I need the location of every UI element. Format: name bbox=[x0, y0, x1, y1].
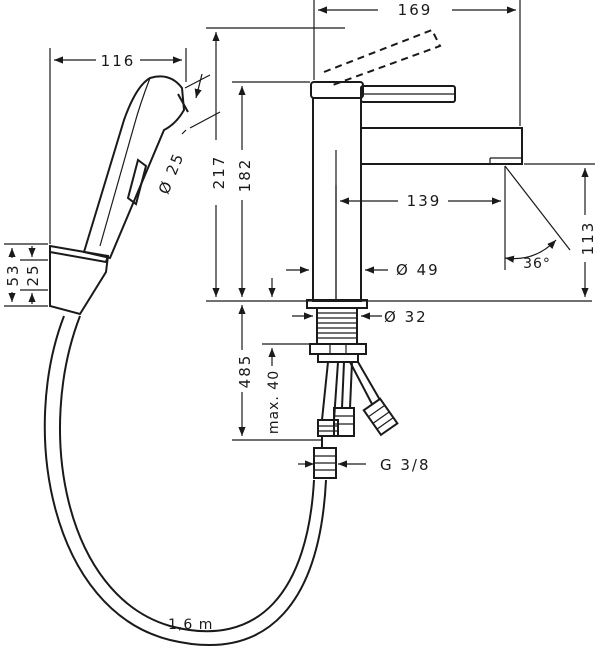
dim-label-25: 25 bbox=[24, 263, 42, 286]
dimension-reach-139: 139 bbox=[335, 166, 506, 300]
threaded-shank bbox=[316, 307, 358, 345]
lever-raised-dashed bbox=[323, 28, 442, 87]
dim-label-49: Ø 49 bbox=[396, 261, 440, 279]
dim-label-32: Ø 32 bbox=[384, 308, 428, 326]
dimension-length-485: 485 bbox=[232, 305, 322, 441]
dimension-height-53: 53 bbox=[4, 243, 48, 307]
handshower-holder bbox=[49, 244, 110, 316]
lever-handle bbox=[360, 85, 456, 103]
dim-label-g38: G 3/8 bbox=[380, 456, 431, 474]
dimension-height-217: 217 bbox=[206, 27, 345, 297]
hose-connector bbox=[313, 436, 337, 479]
dimension-height-113: 113 bbox=[524, 163, 597, 297]
dimension-angle-36: 36° bbox=[504, 165, 571, 272]
dim-label-485: 485 bbox=[236, 354, 254, 389]
dim-label-217: 217 bbox=[210, 155, 228, 190]
dim-label-d25: Ø 25 bbox=[155, 150, 188, 197]
handshower bbox=[82, 75, 189, 260]
connection-hoses bbox=[317, 361, 399, 437]
dim-label-113: 113 bbox=[579, 221, 597, 256]
dimension-max-40: max. 40 bbox=[262, 278, 310, 434]
dim-label-36: 36° bbox=[523, 256, 551, 272]
shower-hose bbox=[43, 315, 327, 646]
dimension-height-182: 182 bbox=[232, 81, 310, 297]
dimension-diameter-32: Ø 32 bbox=[292, 308, 428, 326]
fixing-nut bbox=[309, 343, 367, 363]
dim-label-53: 53 bbox=[4, 263, 22, 286]
dim-label-max40: max. 40 bbox=[266, 370, 282, 434]
dim-label-182: 182 bbox=[236, 158, 254, 193]
dim-label-169: 169 bbox=[398, 1, 433, 19]
dim-label-116: 116 bbox=[101, 52, 136, 70]
dim-label-139: 139 bbox=[407, 192, 442, 210]
dimension-width-169: 169 bbox=[313, 0, 521, 126]
dimension-width-116: 116 bbox=[49, 48, 187, 244]
hose-length-label: 1,6 m bbox=[168, 617, 213, 633]
dimension-diameter-49: Ø 49 bbox=[286, 261, 440, 279]
dimension-connection-g38: G 3/8 bbox=[298, 456, 431, 474]
dimension-height-25: 25 bbox=[20, 246, 48, 304]
